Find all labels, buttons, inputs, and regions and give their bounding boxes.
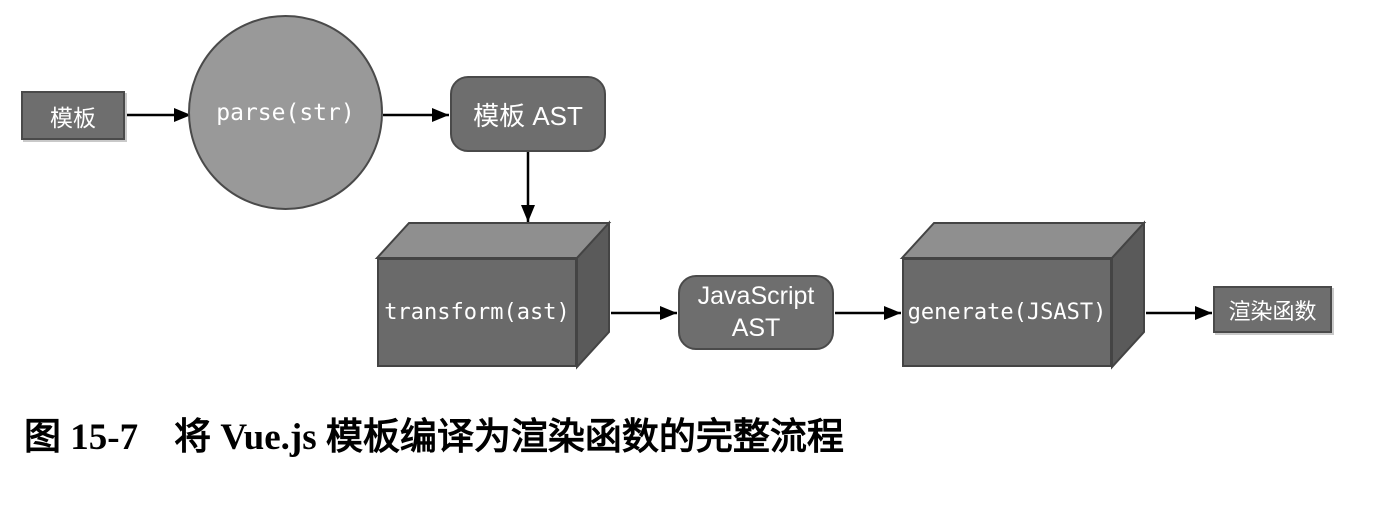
node-render-fn: 渲染函数 xyxy=(1213,286,1332,333)
generate-cuboid-top-face xyxy=(899,222,1147,259)
transform-cuboid-side-face xyxy=(576,220,610,370)
node-render-fn-label: 渲染函数 xyxy=(1228,298,1317,324)
node-js-ast-line2: AST xyxy=(731,313,781,342)
figure-caption-text: 将 Vue.js 模板编译为渲染函数的完整流程 xyxy=(174,417,844,458)
node-parse-label: parse(str) xyxy=(216,99,355,126)
node-template-ast-label: 模板 AST xyxy=(473,100,583,131)
transform-cuboid-top-face xyxy=(374,222,612,259)
node-js-ast: JavaScript AST xyxy=(678,275,834,350)
generate-cuboid-side-face xyxy=(1111,220,1145,370)
node-generate-label: generate(JSAST) xyxy=(907,300,1107,325)
node-transform-label: transform(ast) xyxy=(384,300,570,325)
node-transform: transform(ast) xyxy=(377,258,577,367)
node-js-ast-line1: JavaScript xyxy=(697,282,815,311)
node-template-label: 模板 xyxy=(50,104,96,131)
figure-caption: 图 15-7 将 Vue.js 模板编译为渲染函数的完整流程 xyxy=(24,406,844,460)
node-js-ast-label: JavaScript AST xyxy=(698,281,815,344)
node-template: 模板 xyxy=(21,91,125,140)
node-generate: generate(JSAST) xyxy=(902,258,1112,367)
figure-caption-number: 图 15-7 xyxy=(24,417,139,458)
node-parse: parse(str) xyxy=(188,15,383,210)
node-template-ast: 模板 AST xyxy=(450,76,606,152)
